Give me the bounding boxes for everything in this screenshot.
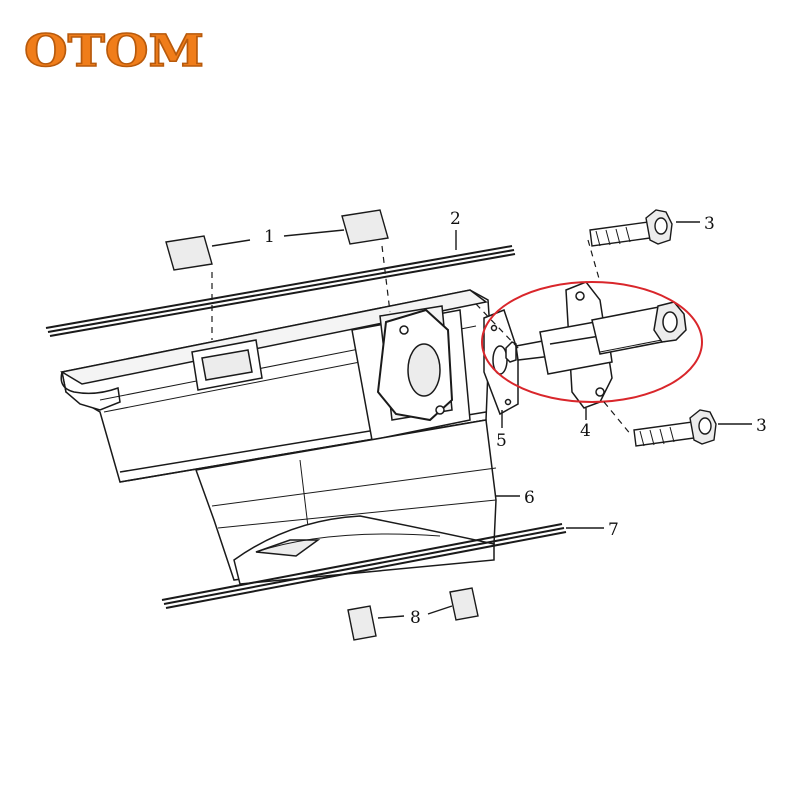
callout-5: 5 bbox=[496, 431, 507, 451]
brand-logo-text: OTOM bbox=[24, 26, 204, 77]
callout-6: 6 bbox=[524, 488, 535, 508]
callout-3-upper: 3 bbox=[704, 214, 715, 234]
callout-4: 4 bbox=[580, 421, 591, 441]
leader-lines bbox=[211, 221, 752, 619]
part-4-cam-chain-tensioner bbox=[505, 281, 687, 409]
callout-1: 1 bbox=[264, 227, 275, 247]
part-3-bolt-lower bbox=[633, 409, 717, 447]
part-8-dowel-pins-bottom bbox=[347, 587, 479, 641]
part-7-base-gasket bbox=[161, 523, 567, 609]
assembly-dashed-lines bbox=[211, 239, 633, 437]
part-2-head-gasket bbox=[45, 245, 516, 337]
callout-3-lower: 3 bbox=[756, 416, 767, 436]
callout-7: 7 bbox=[608, 520, 619, 540]
callout-8: 8 bbox=[410, 608, 421, 628]
callout-labels: 1 2 3 3 4 5 6 7 8 bbox=[264, 209, 767, 628]
part-1-dowel-pins-top bbox=[165, 209, 389, 271]
brand-logo: OTOM bbox=[23, 25, 205, 78]
part-3-bolt-upper bbox=[589, 209, 673, 247]
callout-2: 2 bbox=[450, 209, 461, 229]
part-5-tensioner-gasket bbox=[483, 309, 519, 416]
highlight-circle bbox=[481, 281, 703, 403]
part-6-cylinder bbox=[59, 289, 497, 585]
